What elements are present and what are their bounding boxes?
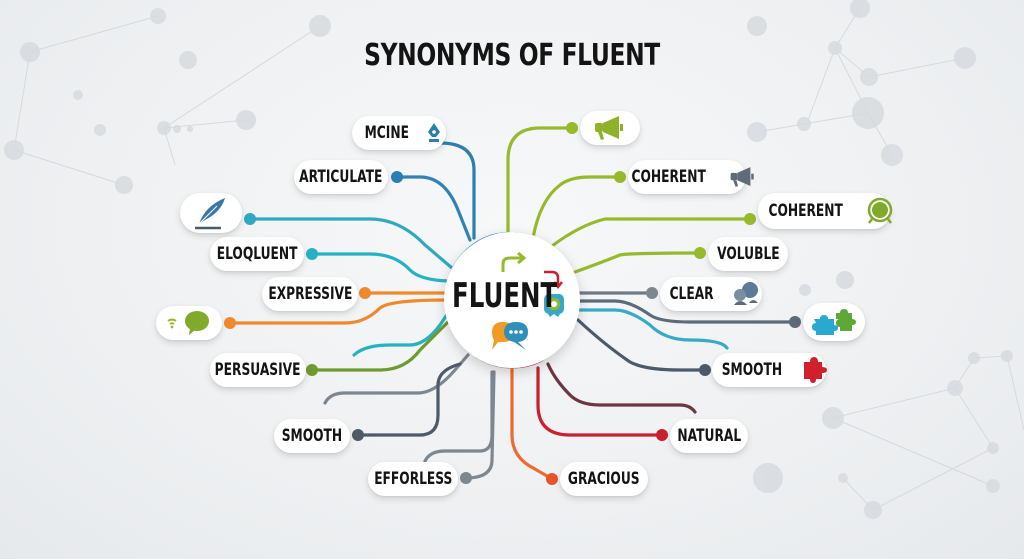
node-persuasive[interactable]: PERSUASIVE xyxy=(210,353,306,387)
node-label: SMOOTH xyxy=(721,360,783,380)
center-label: FLUENT xyxy=(452,276,558,316)
node-expressive[interactable]: EXPRESSIVE xyxy=(262,277,358,311)
node-coherent-1[interactable]: COHERENT xyxy=(628,160,754,194)
node-label: PERSUASIVE xyxy=(215,360,301,380)
curved-arrow-icon xyxy=(501,251,527,272)
center-hub xyxy=(444,232,580,368)
node-speech-bubble[interactable] xyxy=(156,306,222,340)
node-label: ELOQLUENT xyxy=(216,244,298,264)
node-label: GRACIOUS xyxy=(568,469,640,489)
alarm-clock-icon xyxy=(866,197,894,225)
node-label: COHERENT xyxy=(631,167,707,187)
node-label: CLEAR xyxy=(669,284,715,304)
node-gracious[interactable]: GRACIOUS xyxy=(560,462,648,496)
node-label: ARTICULATE xyxy=(299,167,383,187)
conversation-people-icon xyxy=(731,281,761,307)
node-clear[interactable]: CLEAR xyxy=(660,277,762,311)
node-natural[interactable]: NATURAL xyxy=(670,419,748,453)
node-label: MCINE xyxy=(364,123,410,143)
node-label: VOLUBLE xyxy=(716,244,780,264)
node-quill[interactable] xyxy=(180,193,242,233)
speech-bubble-wifi-icon xyxy=(166,309,212,337)
node-puzzle-pieces[interactable] xyxy=(803,303,865,341)
node-smooth-left[interactable]: SMOOTH xyxy=(274,419,350,453)
quill-feather-icon xyxy=(191,196,231,230)
node-smooth-right[interactable]: SMOOTH xyxy=(712,353,828,387)
node-articulate[interactable]: ARTICULATE xyxy=(294,160,388,194)
puzzle-pieces-icon xyxy=(812,307,856,337)
puzzle-piece-icon xyxy=(802,356,828,384)
badge-icon xyxy=(544,294,564,317)
curved-arrow-icon xyxy=(544,270,563,290)
fountain-pen-icon xyxy=(426,122,442,144)
node-label: COHERENT xyxy=(768,201,844,221)
node-label: NATURAL xyxy=(677,426,741,446)
node-coherent-2[interactable]: COHERENT xyxy=(758,193,892,229)
node-megaphone[interactable] xyxy=(580,111,640,145)
node-efforless[interactable]: EFFORLESS xyxy=(368,462,458,496)
node-label: EFFORLESS xyxy=(373,469,453,489)
chat-bubbles-icon xyxy=(492,322,528,350)
megaphone-icon xyxy=(593,115,627,141)
node-label: SMOOTH xyxy=(281,426,343,446)
megaphone-icon xyxy=(729,166,757,188)
node-voluble[interactable]: VOLUBLE xyxy=(708,237,788,271)
node-eloqluent[interactable]: ELOQLUENT xyxy=(210,237,304,271)
node-label: EXPRESSIVE xyxy=(267,284,353,304)
page-title: SYNONYMS OF FLUENT xyxy=(364,38,660,73)
node-mcine[interactable]: MCINE xyxy=(352,116,446,150)
